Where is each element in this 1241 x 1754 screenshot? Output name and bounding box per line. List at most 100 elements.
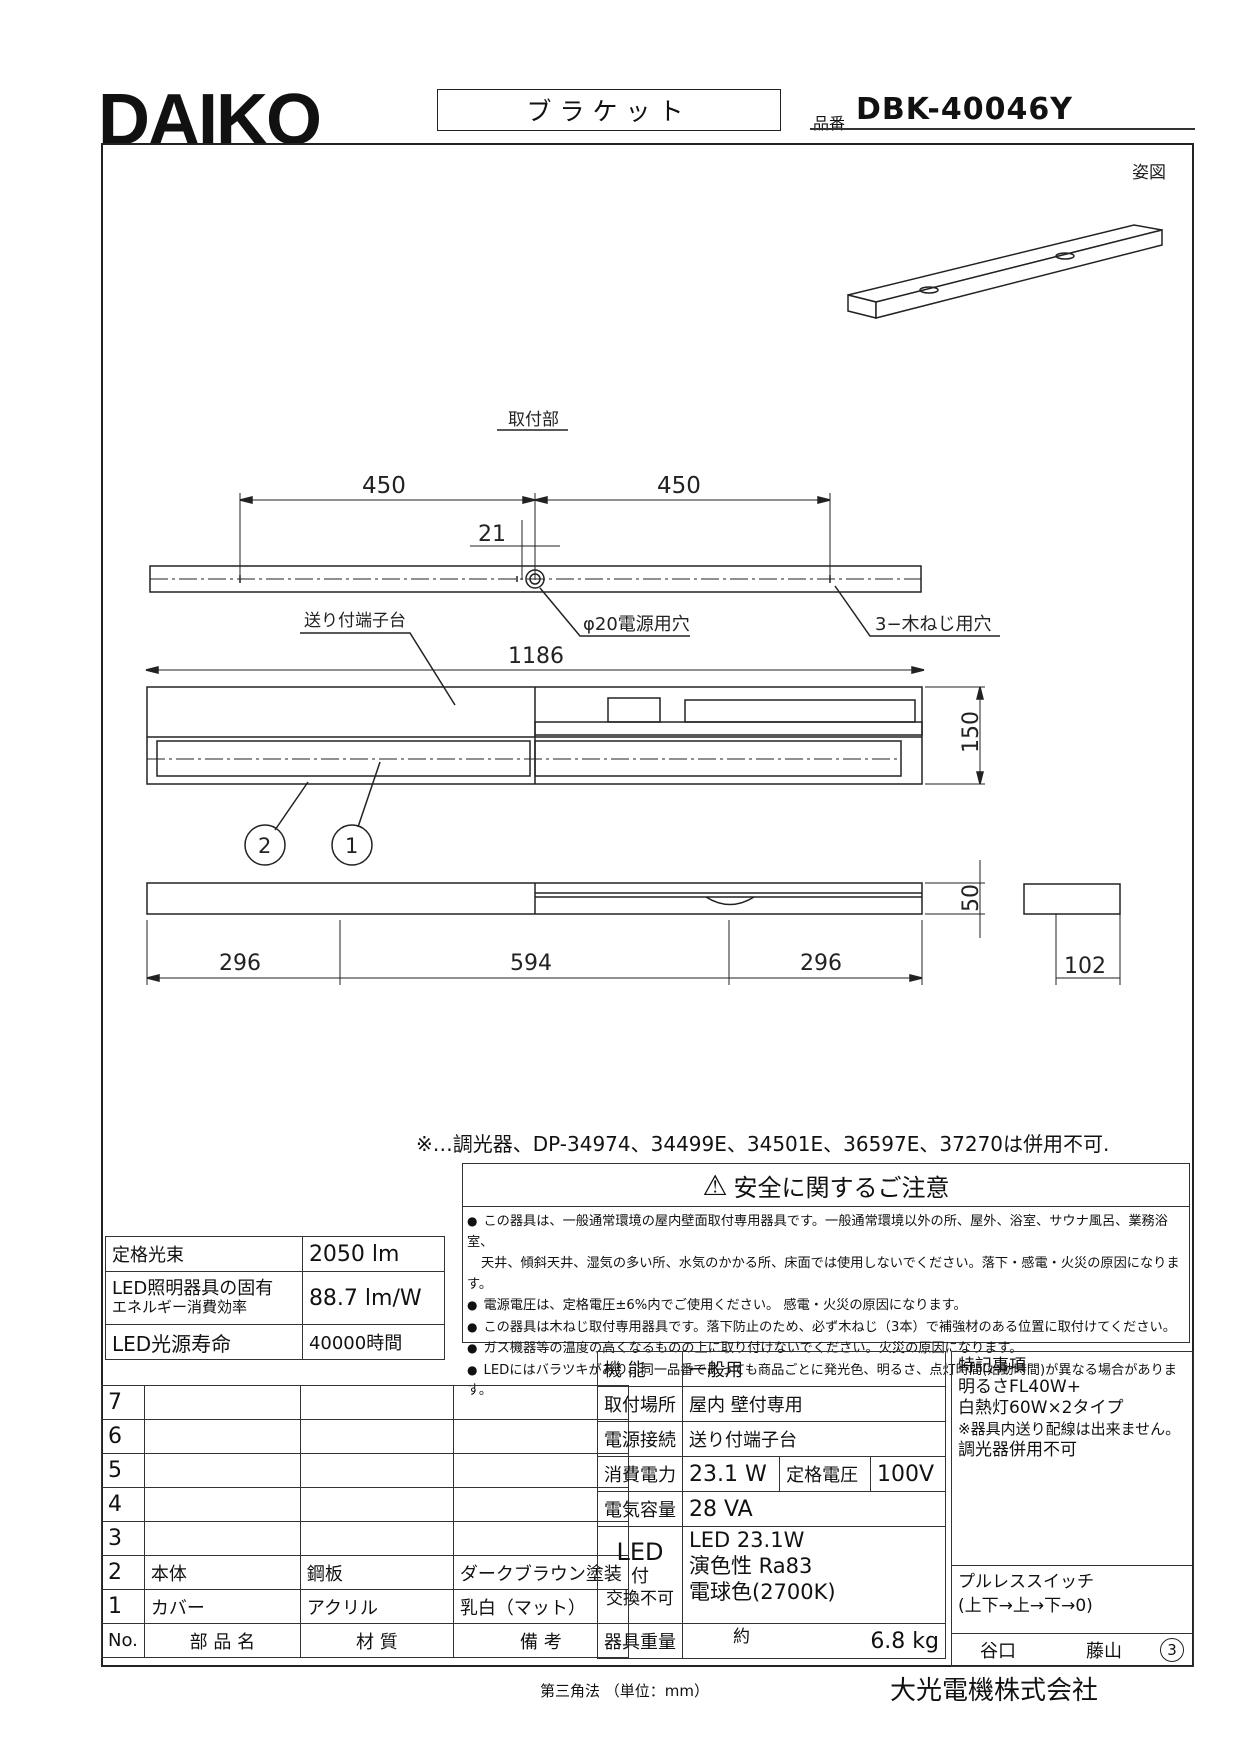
- parts-cell-name: [143, 1487, 301, 1522]
- parts-head-name: 部 品 名: [143, 1623, 301, 1658]
- pullless-title: プルレススイッチ: [958, 1572, 1094, 1592]
- performance-table: 定格光束 2050 lm LED照明器具の固有 エネルギー消費効率 88.7 l…: [105, 1236, 446, 1360]
- weight-approx: 約: [733, 1627, 750, 1647]
- func-label: 機 能: [597, 1351, 683, 1387]
- led-spec: LED 23.1W 演色性 Ra83 電球色(2700K): [682, 1526, 946, 1624]
- led-spec-2: 演色性 Ra83: [689, 1554, 813, 1578]
- signer-1: 谷口: [980, 1641, 1016, 1662]
- product-type-box: ブラケット: [437, 89, 781, 131]
- led-label-3: 交換不可: [606, 1588, 674, 1609]
- special-note: 白熱灯60W×2タイプ: [958, 1398, 1124, 1418]
- parts-cell-material: 鋼板: [299, 1555, 454, 1590]
- parts-cell-material: [299, 1453, 454, 1488]
- brand-wordmark: DAIKO: [98, 80, 320, 150]
- safety-box: ⚠ 安全に関するご注意 この器具は、一般通常環境の屋内壁面取付専用器具です。一般…: [462, 1163, 1190, 1398]
- safety-line: この器具は木ねじ取付専用器具です。落下防止のため、必ず木ねじ（3本）で補強材のあ…: [467, 1317, 1189, 1339]
- projection-note: 第三角法 （単位：mm）: [540, 1682, 709, 1700]
- safety-line: 電源電圧は、定格電圧±6%内でご使用ください。 感電・火災の原因になります。: [467, 1295, 1189, 1317]
- special-note: 調光器併用不可: [958, 1440, 1077, 1460]
- parts-row: 4: [101, 1487, 629, 1522]
- dim-102: 102: [1064, 954, 1106, 979]
- dim-450-right: 450: [657, 473, 701, 499]
- balloon-1: [331, 824, 373, 866]
- parts-cell-name: [143, 1419, 301, 1454]
- safety-line: この器具は、一般通常環境の屋内壁面取付専用器具です。一般通常環境以外の所、屋外、…: [467, 1211, 1189, 1253]
- parts-row: 7: [101, 1385, 629, 1420]
- parts-head-no: No.: [101, 1623, 145, 1658]
- terminal-label: 送り付端子台: [304, 611, 406, 631]
- hole-label: φ20電源用穴: [583, 614, 690, 635]
- parts-cell-name: [143, 1453, 301, 1488]
- life-value: 40000時間: [301, 1324, 446, 1360]
- dim-296-right: 296: [800, 951, 842, 976]
- led-label-1: LED: [616, 1537, 664, 1566]
- conn-label: 電源接続: [597, 1421, 683, 1457]
- view-label: 姿図: [1132, 163, 1166, 183]
- special-note: 明るさFL40W+: [958, 1377, 1081, 1397]
- drawing-frame: [101, 143, 1194, 1667]
- parts-cell-name: [143, 1521, 301, 1556]
- flux-label: 定格光束: [105, 1236, 303, 1272]
- efficiency-label-1: LED照明器具の固有: [112, 1278, 274, 1299]
- parts-header-row: No. 部 品 名 材 質 備 考: [101, 1623, 629, 1658]
- flux-value: 2050 lm: [301, 1236, 446, 1272]
- parts-cell-name: [143, 1385, 301, 1420]
- parts-row: 3: [101, 1521, 629, 1556]
- led-spec-1: LED 23.1W: [689, 1528, 805, 1552]
- parts-head-material: 材 質: [299, 1623, 454, 1658]
- signer-2: 藤山: [1086, 1641, 1122, 1662]
- parts-cell-material: [299, 1487, 454, 1522]
- place-value: 屋内 壁付専用: [682, 1386, 946, 1422]
- end-body: [1023, 883, 1121, 915]
- led-spec-3: 電球色(2700K): [689, 1580, 836, 1604]
- special-notes-box: 特記事項 明るさFL40W+ 白熱灯60W×2タイプ ※器具内送り配線は出来ませ…: [951, 1351, 1194, 1566]
- special-notes-title: 特記事項: [958, 1356, 1026, 1376]
- dim-450-left: 450: [362, 473, 406, 499]
- led-label: LED 付 交換不可: [597, 1526, 683, 1624]
- efficiency-value: 88.7 lm/W: [301, 1271, 446, 1325]
- properties-table: 機 能 一般用 取付場所 屋内 壁付専用 電源接続 送り付端子台 消費電力 23…: [597, 1351, 946, 1659]
- iso-top: [847, 224, 1163, 303]
- safety-title: 安全に関するご注意: [733, 1173, 950, 1202]
- volt-value: 100V: [870, 1456, 946, 1492]
- weight-cell: 約 6.8 kg: [682, 1623, 946, 1659]
- cap-value: 28 VA: [682, 1491, 946, 1527]
- dim-150: 150: [959, 711, 984, 753]
- balloon-2-label: 2: [258, 834, 271, 858]
- func-value: 一般用: [682, 1351, 946, 1387]
- dim-21: 21: [478, 522, 506, 547]
- pullless-value: (上下→上→下→0): [958, 1596, 1093, 1616]
- mount-label: 取付部: [508, 410, 559, 430]
- brand-logo: DAIKO: [98, 80, 348, 160]
- parts-cell-name: 本体: [143, 1555, 301, 1590]
- parts-cell-no: 4: [101, 1487, 145, 1522]
- power-value: 23.1 W: [681, 1456, 781, 1492]
- dim-1186: 1186: [508, 644, 564, 669]
- balloon-2: [244, 824, 286, 866]
- iso-hole-right: [1055, 252, 1075, 260]
- parts-cell-no: 5: [101, 1453, 145, 1488]
- balloon-1-label: 1: [345, 834, 358, 858]
- parts-cell-no: 6: [101, 1419, 145, 1454]
- revision-mark: 3: [1160, 1638, 1184, 1662]
- parts-cell-material: [299, 1419, 454, 1454]
- efficiency-label-2: エネルギー消費効率: [112, 1298, 248, 1316]
- parts-cell-no: 2: [101, 1555, 145, 1590]
- pullless-switch-box: プルレススイッチ (上下→上→下→0): [951, 1566, 1194, 1634]
- life-label: LED光源寿命: [105, 1324, 303, 1360]
- cap-label: 電気容量: [597, 1491, 683, 1527]
- parts-cell-no: 3: [101, 1521, 145, 1556]
- parts-cell-no: 1: [101, 1589, 145, 1624]
- company-name: 大光電機株式会社: [890, 1676, 1099, 1706]
- iso-hole-left: [919, 286, 939, 294]
- weight-label: 器具重量: [597, 1623, 683, 1659]
- parts-row: 5: [101, 1453, 629, 1488]
- parts-row: 6: [101, 1419, 629, 1454]
- dimmer-note: ※…調光器、DP-34974、34499E、34501E、36597E、3727…: [416, 1132, 1110, 1156]
- special-note: ※器具内送り配線は出来ません。: [958, 1420, 1181, 1438]
- part-number: DBK-40046Y: [856, 92, 1073, 127]
- volt-label: 定格電圧: [779, 1456, 872, 1492]
